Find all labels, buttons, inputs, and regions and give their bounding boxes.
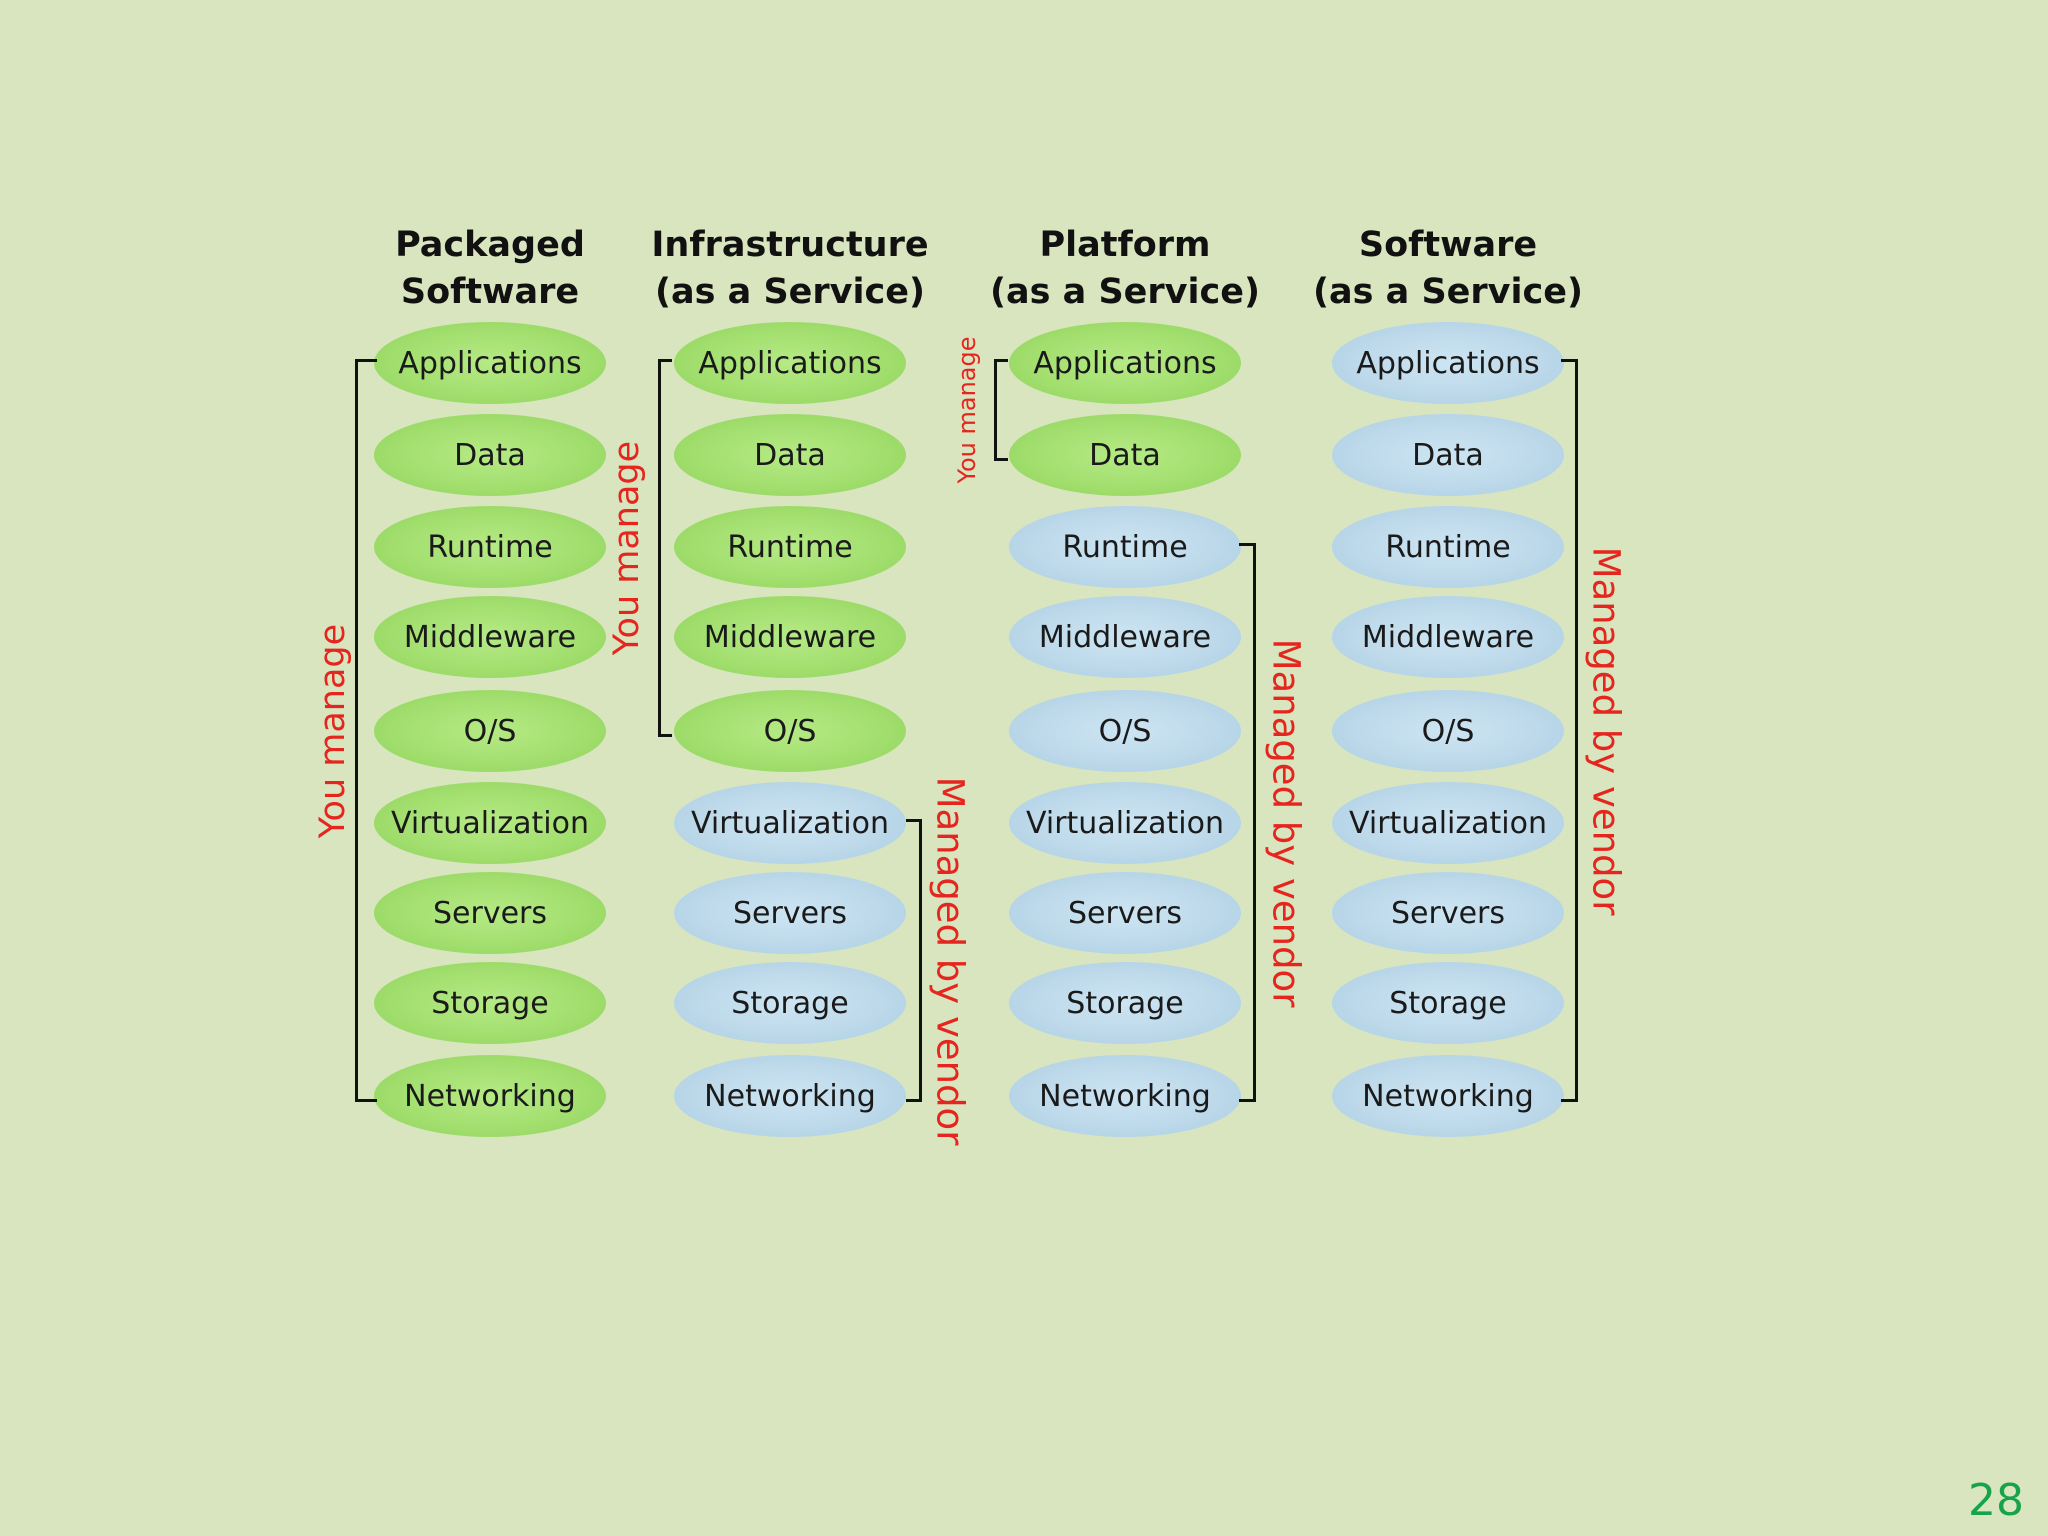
layer-packaged-networking: Networking xyxy=(374,1055,606,1137)
bracket-packaged-you xyxy=(355,359,377,1102)
column-title-line2: Software xyxy=(400,272,580,312)
layer-iaas-runtime: Runtime xyxy=(674,506,906,588)
layer-packaged-data: Data xyxy=(374,414,606,496)
layer-packaged-applications: Applications xyxy=(374,322,606,404)
layer-paas-middleware: Middleware xyxy=(1009,596,1241,678)
column-title-line1: Infrastructure xyxy=(651,225,929,265)
slide-number: 28 xyxy=(1968,1475,2024,1526)
layer-saas-runtime: Runtime xyxy=(1332,506,1564,588)
layer-saas-networking: Networking xyxy=(1332,1055,1564,1137)
layer-paas-os: O/S xyxy=(1009,690,1241,772)
layer-saas-middleware: Middleware xyxy=(1332,596,1564,678)
layer-iaas-os: O/S xyxy=(674,690,906,772)
column-title-line2: (as a Service) xyxy=(990,272,1260,312)
layer-paas-servers: Servers xyxy=(1009,872,1241,954)
column-title-paas: Platform (as a Service) xyxy=(975,222,1275,316)
layer-iaas-applications: Applications xyxy=(674,322,906,404)
layer-saas-storage: Storage xyxy=(1332,962,1564,1044)
layer-packaged-os: O/S xyxy=(374,690,606,772)
layer-paas-virtualization: Virtualization xyxy=(1009,782,1241,864)
layer-paas-runtime: Runtime xyxy=(1009,506,1241,588)
layer-packaged-servers: Servers xyxy=(374,872,606,954)
layer-saas-applications: Applications xyxy=(1332,322,1564,404)
bracket-paas-you xyxy=(994,359,1008,461)
layer-paas-applications: Applications xyxy=(1009,322,1241,404)
column-title-line2: (as a Service) xyxy=(1313,272,1583,312)
layer-iaas-data: Data xyxy=(674,414,906,496)
bracket-label-packaged-you: You manage xyxy=(313,623,353,838)
bracket-saas-vendor xyxy=(1561,359,1578,1102)
layer-iaas-virtualization: Virtualization xyxy=(674,782,906,864)
bracket-iaas-you xyxy=(658,359,672,737)
layer-saas-servers: Servers xyxy=(1332,872,1564,954)
column-title-saas: Software (as a Service) xyxy=(1298,222,1598,316)
layer-iaas-servers: Servers xyxy=(674,872,906,954)
layer-packaged-runtime: Runtime xyxy=(374,506,606,588)
column-title-line1: Platform xyxy=(1039,225,1211,265)
layer-paas-networking: Networking xyxy=(1009,1055,1241,1137)
bracket-paas-vendor xyxy=(1239,543,1256,1102)
bracket-label-iaas-you: You manage xyxy=(607,440,647,656)
column-title-line2: (as a Service) xyxy=(655,272,925,312)
layer-iaas-networking: Networking xyxy=(674,1055,906,1137)
layer-saas-os: O/S xyxy=(1332,690,1564,772)
bracket-iaas-vendor xyxy=(906,819,922,1102)
bracket-label-iaas-vendor: Managed by vendor xyxy=(928,776,972,1145)
layer-packaged-virtualization: Virtualization xyxy=(374,782,606,864)
layer-paas-storage: Storage xyxy=(1009,962,1241,1044)
bracket-label-paas-vendor: Managed by vendor xyxy=(1264,638,1308,1007)
layer-saas-virtualization: Virtualization xyxy=(1332,782,1564,864)
column-title-line1: Software xyxy=(1358,225,1538,265)
layer-packaged-storage: Storage xyxy=(374,962,606,1044)
column-title-line1: Packaged xyxy=(395,225,585,265)
layer-iaas-middleware: Middleware xyxy=(674,596,906,678)
bracket-label-saas-vendor: Managed by vendor xyxy=(1584,546,1628,915)
column-title-iaas: Infrastructure (as a Service) xyxy=(640,222,940,316)
layer-packaged-middleware: Middleware xyxy=(374,596,606,678)
bracket-label-paas-you: You manage xyxy=(953,336,981,484)
layer-paas-data: Data xyxy=(1009,414,1241,496)
layer-saas-data: Data xyxy=(1332,414,1564,496)
layer-iaas-storage: Storage xyxy=(674,962,906,1044)
